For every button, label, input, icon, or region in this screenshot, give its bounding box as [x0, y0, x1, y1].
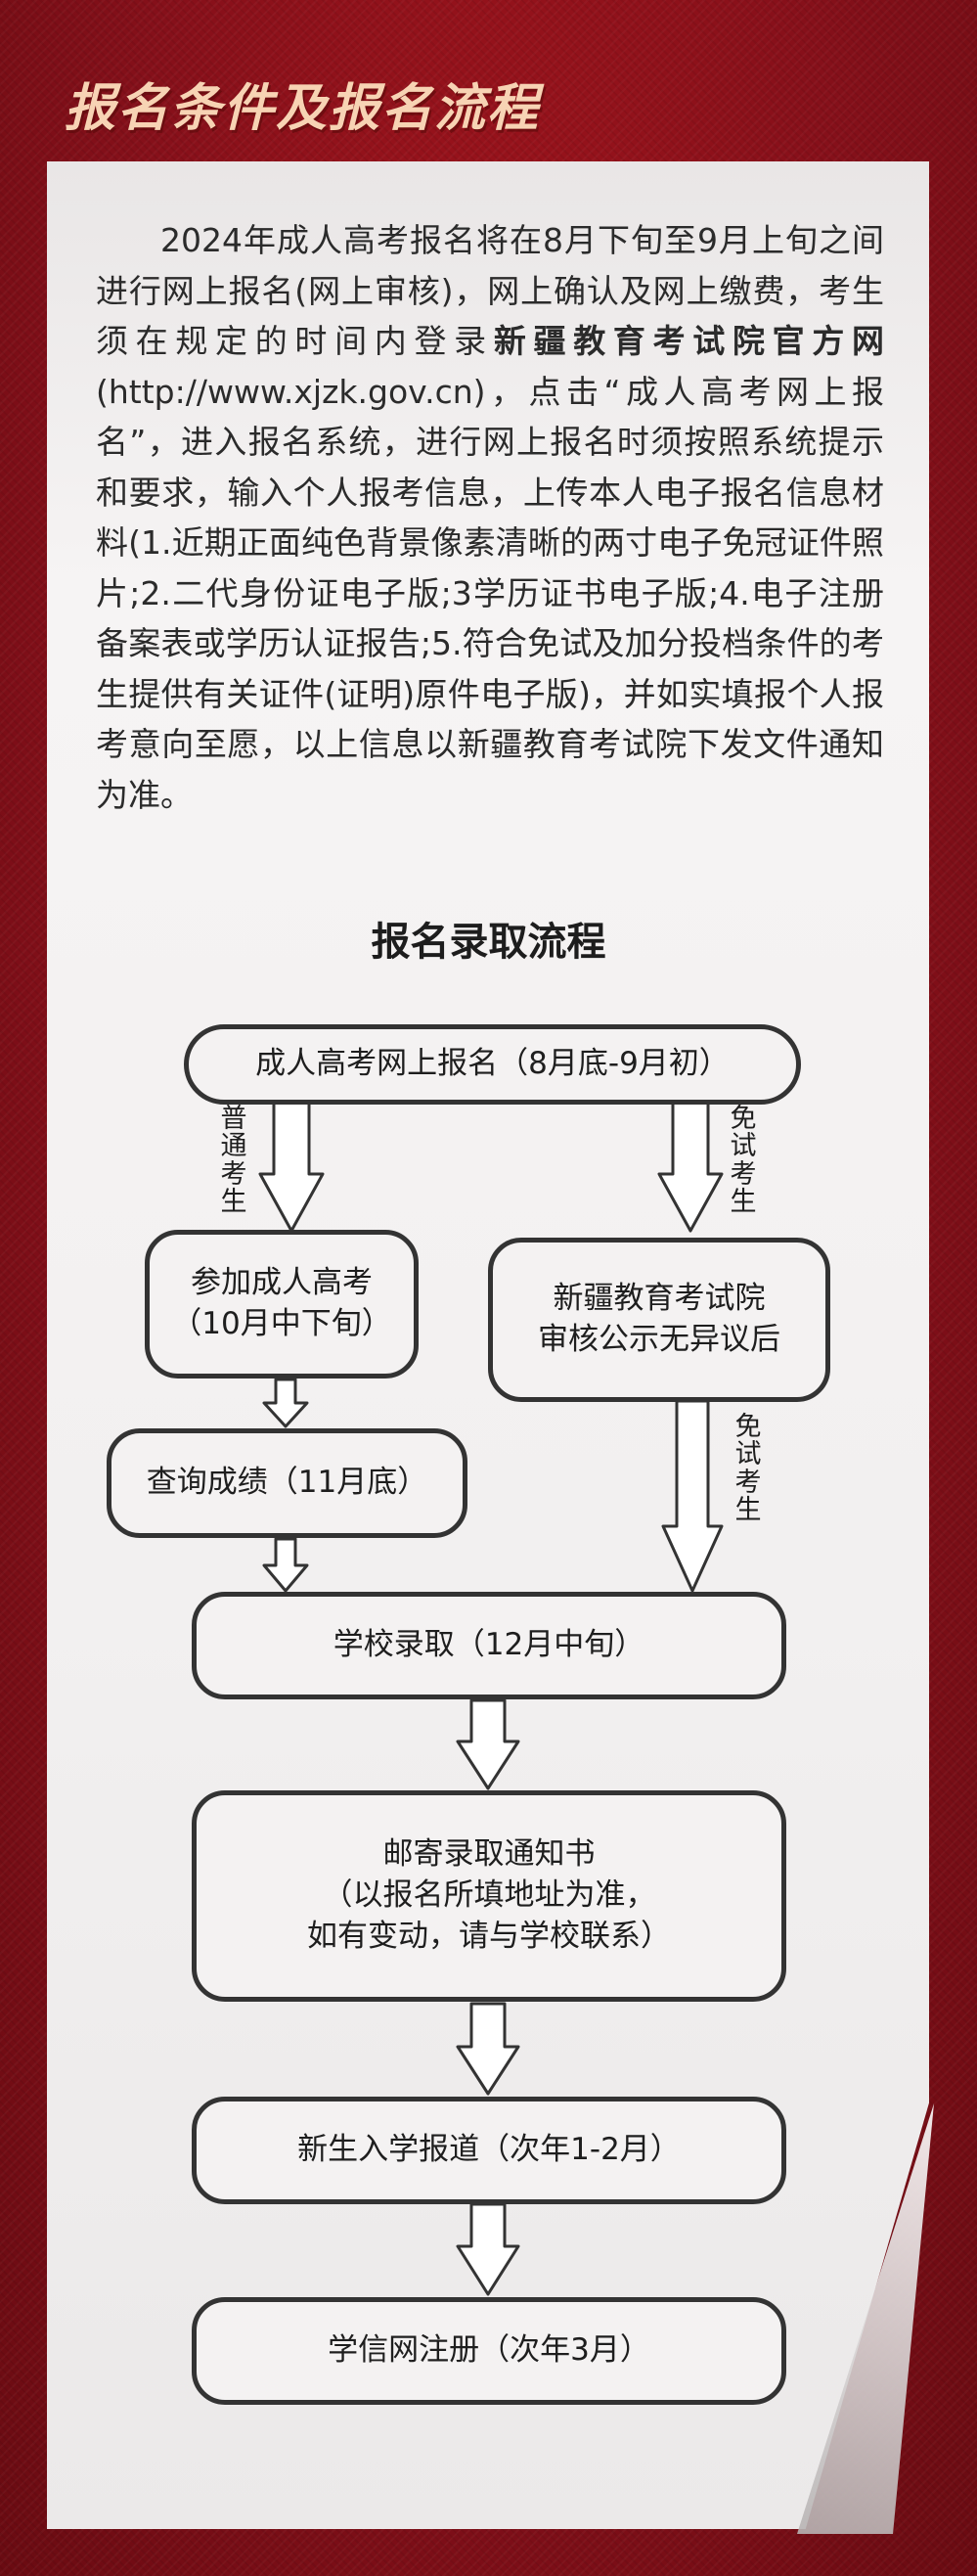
header-title: 报名条件及报名流程	[65, 79, 541, 138]
node-chsi-register: 学信网注册（次年3月）	[192, 2297, 786, 2405]
label-normal-candidates: 普通考生	[220, 1104, 247, 1218]
intro-paragraph: 2024年成人高考报名将在8月下旬至9月上旬之间进行网上报名(网上审核)，网上确…	[96, 215, 884, 820]
node-online-signup: 成人高考网上报名（8月底-9月初）	[184, 1024, 801, 1105]
node-take-exam-line1: 参加成人高考	[190, 1265, 373, 1301]
node-review-line2: 审核公示无异议后	[538, 1322, 780, 1357]
node-chsi-register-text: 学信网注册（次年3月）	[328, 2332, 650, 2369]
node-mail-notice-line3: 如有变动，请与学校联系）	[307, 1918, 671, 1954]
arrow-exam-to-score	[262, 1378, 309, 1428]
intro-text-before: 2024年成人高考报名将在8月下旬至9月上旬之间进行网上报名(网上审核)，网上确…	[96, 221, 884, 360]
node-mail-notice-line2: （以报名所填地址为准，	[322, 1877, 656, 1914]
node-mail-notice: 邮寄录取通知书 （以报名所填地址为准， 如有变动，请与学校联系）	[192, 1790, 786, 2002]
label-exempt-candidates-1: 免试考生	[730, 1104, 757, 1218]
node-admission-text: 学校录取（12月中旬）	[333, 1627, 645, 1663]
arrow-signup-to-review	[657, 1099, 724, 1233]
arrow-enroll-to-register	[456, 2202, 520, 2296]
node-take-exam-line2: （10月中下旬）	[171, 1306, 392, 1341]
arrow-admit-to-mail	[456, 1698, 520, 1790]
node-enrollment: 新生入学报道（次年1-2月）	[192, 2097, 786, 2204]
node-check-score-text: 查询成绩（11月底）	[146, 1465, 428, 1501]
arrow-signup-to-exam	[258, 1099, 325, 1233]
node-review-line1: 新疆教育考试院	[553, 1281, 766, 1317]
node-check-score: 查询成绩（11月底）	[107, 1428, 467, 1538]
node-review: 新疆教育考试院 审核公示无异议后	[488, 1238, 830, 1402]
node-online-signup-text: 成人高考网上报名（8月底-9月初）	[255, 1046, 730, 1082]
label-exempt-candidates-2: 免试考生	[734, 1412, 762, 1526]
node-admission: 学校录取（12月中旬）	[192, 1592, 786, 1699]
arrow-mail-to-enroll	[456, 2002, 520, 2096]
node-enrollment-text: 新生入学报道（次年1-2月）	[297, 2132, 681, 2168]
flow-title: 报名录取流程	[371, 920, 606, 965]
intro-text-bold: 新疆教育考试院官方网	[493, 322, 885, 360]
node-take-exam: 参加成人高考 （10月中下旬）	[145, 1230, 419, 1378]
arrow-score-to-admit	[262, 1537, 309, 1593]
intro-text-after: (http://www.xjzk.gov.cn)，点击“成人高考网上报名”，进入…	[96, 372, 884, 814]
node-mail-notice-line1: 邮寄录取通知书	[382, 1836, 596, 1873]
arrow-review-to-admit	[661, 1399, 724, 1593]
